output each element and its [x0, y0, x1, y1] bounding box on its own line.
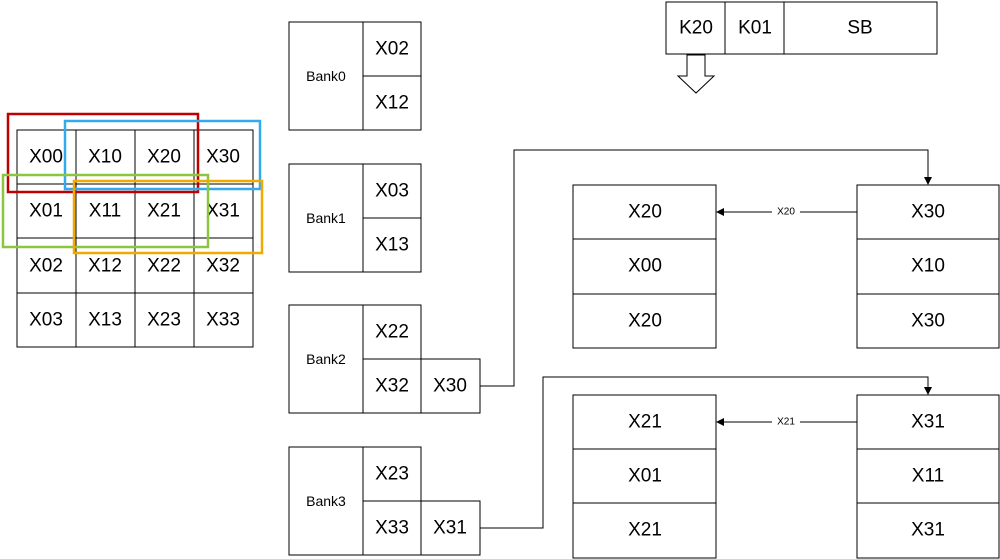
buffer1-arrow-label: X20	[777, 207, 795, 218]
header-cell-sb: SB	[847, 18, 872, 39]
buffer2-left-cell-0: X21	[628, 412, 662, 433]
bank2-extra-label: X30	[433, 376, 467, 397]
matrix-cells: X00 X10 X20 X30 X01 X11 X21 X31 X02 X12 …	[29, 147, 240, 331]
buffer1-right-cell-1: X10	[911, 256, 945, 277]
buffer2-right-box	[856, 394, 1000, 559]
matrix-cell-x10: X10	[88, 147, 122, 168]
header-cell-k01: K01	[738, 18, 772, 39]
buffer1-right-box	[856, 184, 1000, 349]
buffer2-right-cell-0: X31	[911, 412, 945, 433]
buffer2-right-cell-2: X31	[911, 520, 945, 541]
buffer2-right-cell-1: X11	[912, 466, 944, 487]
matrix-cell-x01: X01	[29, 201, 63, 222]
window-green	[1, 173, 210, 249]
header-cell-k20: K20	[679, 18, 713, 39]
bank3-cell-top: X23	[375, 464, 409, 485]
matrix-cell-x32: X32	[206, 256, 240, 277]
matrix-cell-x30: X30	[206, 147, 240, 168]
buffer1-left-cell-1: X00	[628, 256, 662, 277]
header-bar	[665, 1, 938, 55]
bank1-label: Bank1	[306, 210, 346, 226]
matrix-grid	[16, 129, 254, 348]
matrix-cell-x22: X22	[147, 256, 181, 277]
bank0-cell-bottom: X12	[375, 93, 409, 114]
bank3-label: Bank3	[306, 493, 346, 509]
matrix-cell-x03: X03	[29, 310, 63, 331]
window-blue	[63, 119, 262, 191]
matrix-cell-x12: X12	[88, 256, 122, 277]
matrix-cell-x11: X11	[89, 201, 121, 222]
window-orange	[72, 179, 264, 255]
matrix-cell-x02: X02	[29, 256, 63, 277]
matrix-cell-x21: X21	[147, 201, 181, 222]
buffer2-left-box	[572, 394, 717, 559]
buffer1-right-cell-0: X30	[911, 202, 945, 223]
bank2-cell-top: X22	[375, 322, 409, 343]
buffer2-arrow-label: X21	[777, 417, 795, 428]
buffer2-arrow-label-bg	[772, 415, 800, 428]
buffer2-left-cell-2: X21	[628, 520, 662, 541]
window-red	[6, 112, 200, 194]
bank3-extra-label: X31	[433, 518, 467, 539]
buffer1-right-cell-2: X30	[911, 311, 945, 332]
bank3-cell-bottom: X33	[375, 518, 409, 539]
buffer1-arrow-label-bg	[772, 205, 800, 218]
buffer1-left-box	[572, 184, 717, 349]
buffer1-left-cell-2: X20	[628, 311, 662, 332]
bank2-label: Bank2	[306, 351, 346, 367]
bank2-cell-bottom: X32	[375, 376, 409, 397]
matrix-cell-x31: X31	[206, 201, 240, 222]
matrix-cell-x00: X00	[29, 147, 63, 168]
bank1-cell-bottom: X13	[375, 235, 409, 256]
bank0-label: Bank0	[306, 68, 346, 84]
matrix-cell-x20: X20	[147, 147, 181, 168]
buffer1-left-cell-0: X20	[628, 202, 662, 223]
bank1-cell-top: X03	[375, 181, 409, 202]
bank2-to-buffer1-connector	[480, 149, 932, 387]
buffer2-left-cell-1: X01	[628, 466, 662, 487]
matrix-cell-x13: X13	[88, 310, 122, 331]
bank3-to-buffer2-connector	[480, 376, 932, 529]
bank0-cell-top: X02	[375, 39, 409, 60]
matrix-cell-x23: X23	[147, 310, 181, 331]
matrix-cell-x33: X33	[206, 310, 240, 331]
down-arrow-icon	[676, 54, 716, 94]
